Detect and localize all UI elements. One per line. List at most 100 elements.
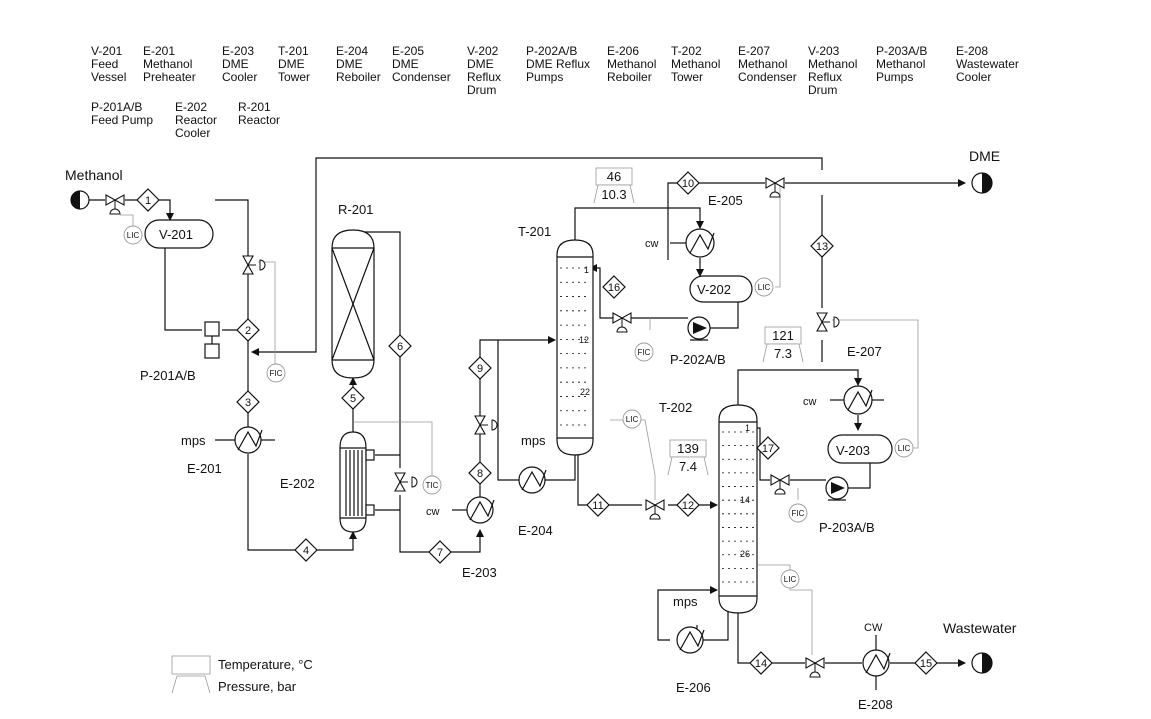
stream-number: 10 xyxy=(682,178,694,190)
t201-tower-icon xyxy=(556,239,594,456)
wastewater-label: Wastewater xyxy=(943,620,1017,636)
lic-controller-icon: LIC xyxy=(754,277,774,297)
flag-temperature: 121 xyxy=(772,328,794,343)
flag-temperature: 46 xyxy=(607,169,621,184)
stream-tag-13: 13 xyxy=(810,234,834,258)
line-4 xyxy=(247,454,357,551)
e203-exchanger-icon xyxy=(452,496,495,524)
tray-number: 12 xyxy=(579,335,589,345)
legend-tag: E-204 xyxy=(336,44,369,58)
flag-pressure: 10.3 xyxy=(601,187,626,202)
equipment-labels: Methanol DME Wastewater V-201 R-201 T-20… xyxy=(65,148,1017,712)
wastewater-icon xyxy=(971,652,993,674)
flag-temperature: 139 xyxy=(677,441,699,456)
legend-desc: Methanol Condenser xyxy=(738,57,797,84)
control-valve-icon xyxy=(765,177,785,198)
v203-to-pump xyxy=(848,463,871,489)
e205-condenser-icon xyxy=(670,228,715,258)
v202-label: V-202 xyxy=(697,282,731,297)
cw-label-e205: cw xyxy=(645,238,659,250)
lic-controller-icon: LIC xyxy=(780,569,800,589)
e203-label: E-203 xyxy=(462,565,497,580)
p203-pump-icon xyxy=(825,476,849,501)
legend-tag: E-208 xyxy=(956,44,989,58)
fic-label: FIC xyxy=(638,348,651,357)
stream-tag-4: 4 xyxy=(294,538,318,562)
stream-number: 7 xyxy=(437,547,443,559)
flag-legend-symbol xyxy=(171,655,211,694)
sig-lic-v203 xyxy=(832,319,919,449)
e205-label: E-205 xyxy=(708,193,743,208)
sig-lic-v202 xyxy=(775,183,781,288)
e204-loop xyxy=(497,340,520,481)
v201-label: V-201 xyxy=(159,227,193,242)
e206-reboiler-icon xyxy=(676,626,705,654)
legend-tag: V-203 xyxy=(808,44,840,58)
e206-loop xyxy=(657,586,718,641)
stream-number: 9 xyxy=(477,363,483,375)
tray-number: 22 xyxy=(580,387,590,397)
v203-vessel xyxy=(827,434,893,464)
legend-desc: Reactor xyxy=(238,113,281,127)
lic-controller-icon: LIC xyxy=(123,225,143,245)
recycle-line xyxy=(251,157,823,356)
mps-label-e201: mps xyxy=(181,433,206,448)
stream-tag-6: 6 xyxy=(388,334,412,358)
line-8-9 xyxy=(479,336,556,497)
stream-tag-3: 3 xyxy=(236,390,260,414)
e206-label: E-206 xyxy=(676,680,711,695)
stream-tag-11: 11 xyxy=(586,493,610,517)
legend-desc: DME Condenser xyxy=(392,57,451,84)
stream-number: 6 xyxy=(397,341,403,353)
cw-label-e208: CW xyxy=(864,622,883,634)
t202-tower-icon xyxy=(718,404,758,614)
legend-desc: Methanol Pumps xyxy=(876,57,926,84)
legend-desc: Methanol Reflux Drum xyxy=(808,57,858,97)
stream-tag-16: 16 xyxy=(602,275,626,299)
p202-pump-icon xyxy=(687,316,711,341)
e207-label: E-207 xyxy=(847,344,882,359)
fic-controller-icon: FIC xyxy=(266,363,286,383)
control-valve-icon xyxy=(612,312,632,333)
control-valve-icon xyxy=(474,415,498,435)
stream-number: 4 xyxy=(303,545,309,557)
legend-desc: Methanol Reboiler xyxy=(607,57,657,84)
e201-label: E-201 xyxy=(187,461,222,476)
legend-tag: P-203A/B xyxy=(876,44,928,58)
stream-tag-8: 8 xyxy=(468,461,492,485)
flag-pressure: 7.4 xyxy=(679,459,697,474)
flag-legend-pressure: Pressure, bar xyxy=(218,679,297,694)
line-6 xyxy=(353,231,401,460)
stream-tag-7: 7 xyxy=(428,540,452,564)
control-valve-icon xyxy=(394,472,418,492)
control-valve-icon xyxy=(816,312,840,332)
tray-number: 14 xyxy=(740,495,750,505)
lic-label: LIC xyxy=(784,575,797,584)
legend-tag: E-207 xyxy=(738,44,771,58)
t201-overhead xyxy=(574,207,704,240)
sig-lic-t201 xyxy=(610,419,656,500)
methanol-source-icon xyxy=(70,190,90,210)
legend-tag: T-201 xyxy=(278,44,309,58)
control-valve-icon xyxy=(645,499,665,520)
sig-fic xyxy=(258,261,276,372)
legend-tag: T-202 xyxy=(671,44,702,58)
v202-to-pump xyxy=(710,302,739,329)
legend-tag: P-202A/B xyxy=(526,44,578,58)
v201-vessel xyxy=(144,219,214,249)
